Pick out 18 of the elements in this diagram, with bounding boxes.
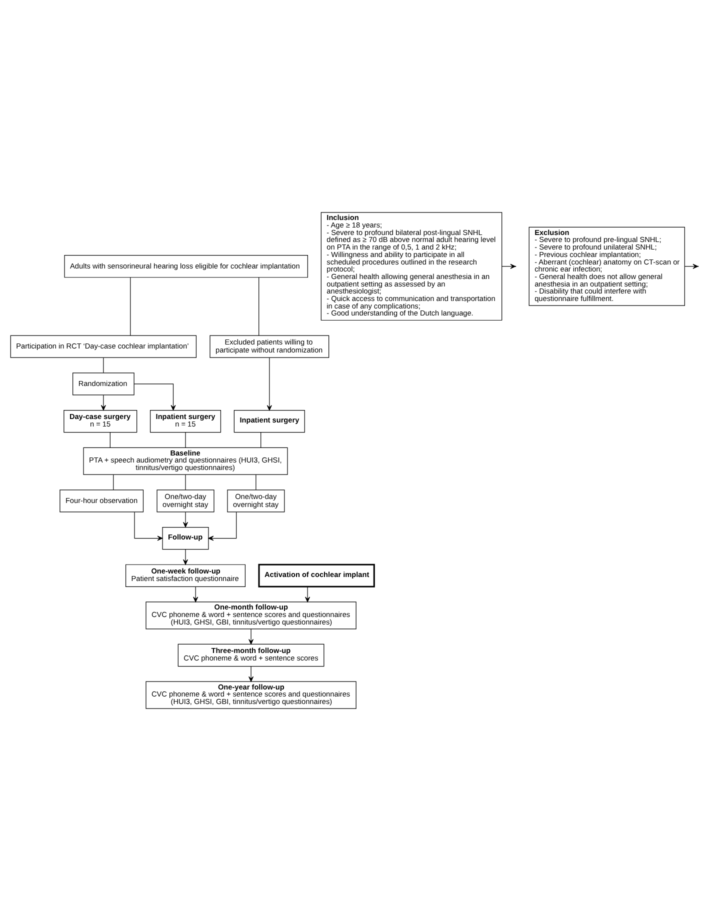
connector [260,432,262,448]
arrow [182,511,188,527]
connector [103,356,104,373]
connector [185,432,186,448]
arrow [134,383,176,410]
arrow [248,666,254,682]
arrow [100,394,106,410]
arrow [182,548,188,564]
arrow [305,586,310,602]
arrow [193,586,198,602]
connector [258,276,260,336]
arrow [208,511,237,540]
arrow [134,511,163,540]
connector [113,474,114,490]
connector [130,276,131,336]
arrow [266,356,272,410]
connector [185,474,186,490]
arrow [248,628,254,644]
